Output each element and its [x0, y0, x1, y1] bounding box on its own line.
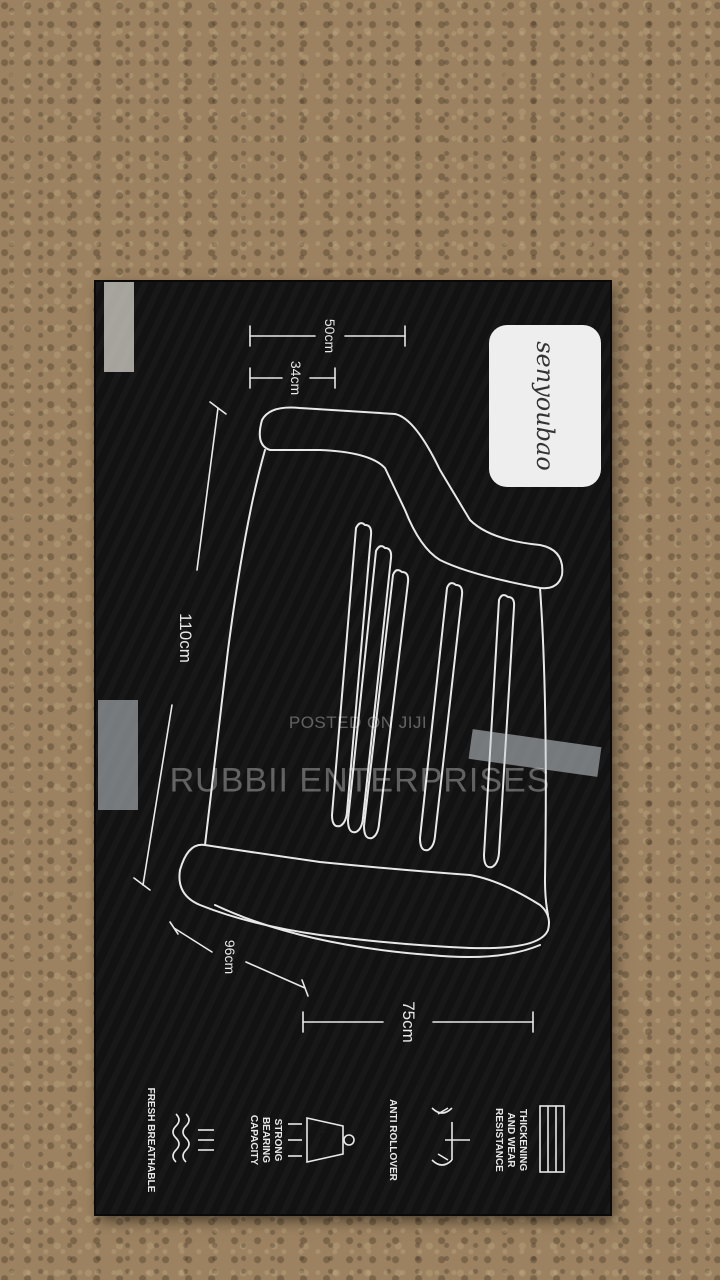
- kg-weight-icon: [288, 1117, 355, 1163]
- seat-stripe: [419, 582, 464, 852]
- dimension-length: 110cm: [176, 613, 195, 663]
- feature-label-anti-rollover: ANTI ROLLOVER: [387, 1099, 398, 1181]
- feature-label-breathable: FRESH BREATHABLE: [145, 1087, 156, 1193]
- dimension-lines: [133, 325, 534, 1033]
- layers-icon: [539, 1105, 565, 1173]
- sofa-front-roll: [178, 843, 550, 950]
- airflow-icon: [172, 1113, 214, 1163]
- seat-stripe: [331, 522, 373, 828]
- dimension-top-depth: 50cm: [322, 318, 338, 354]
- seat-stripe: [483, 594, 516, 869]
- feature-label-thickening: THICKENING AND WEAR RESISTANCE: [493, 1108, 528, 1172]
- seat-stripe: [363, 569, 410, 840]
- feature-label-bearing-capacity: STRONG BEARING CAPACITY: [248, 1114, 283, 1166]
- dimension-seat-depth: 34cm: [288, 360, 304, 396]
- brand-logo-panel: senyoubao: [489, 325, 601, 487]
- tape-piece: [98, 700, 138, 810]
- sofa-back-outline: [258, 406, 564, 590]
- dimension-arm-width: 96cm: [222, 939, 238, 975]
- watermark-seller: RUBBII ENTERPRISES: [169, 761, 551, 800]
- kg-icon-label: KG: [318, 1133, 328, 1147]
- sofa-body-outline: [204, 449, 549, 916]
- torn-corner: [104, 282, 134, 372]
- seat-stripe: [347, 545, 393, 834]
- dimension-height: 75cm: [399, 1001, 418, 1043]
- balance-scale-icon: [431, 1107, 470, 1166]
- watermark-posted-on: POSTED ON JIJI: [288, 713, 428, 732]
